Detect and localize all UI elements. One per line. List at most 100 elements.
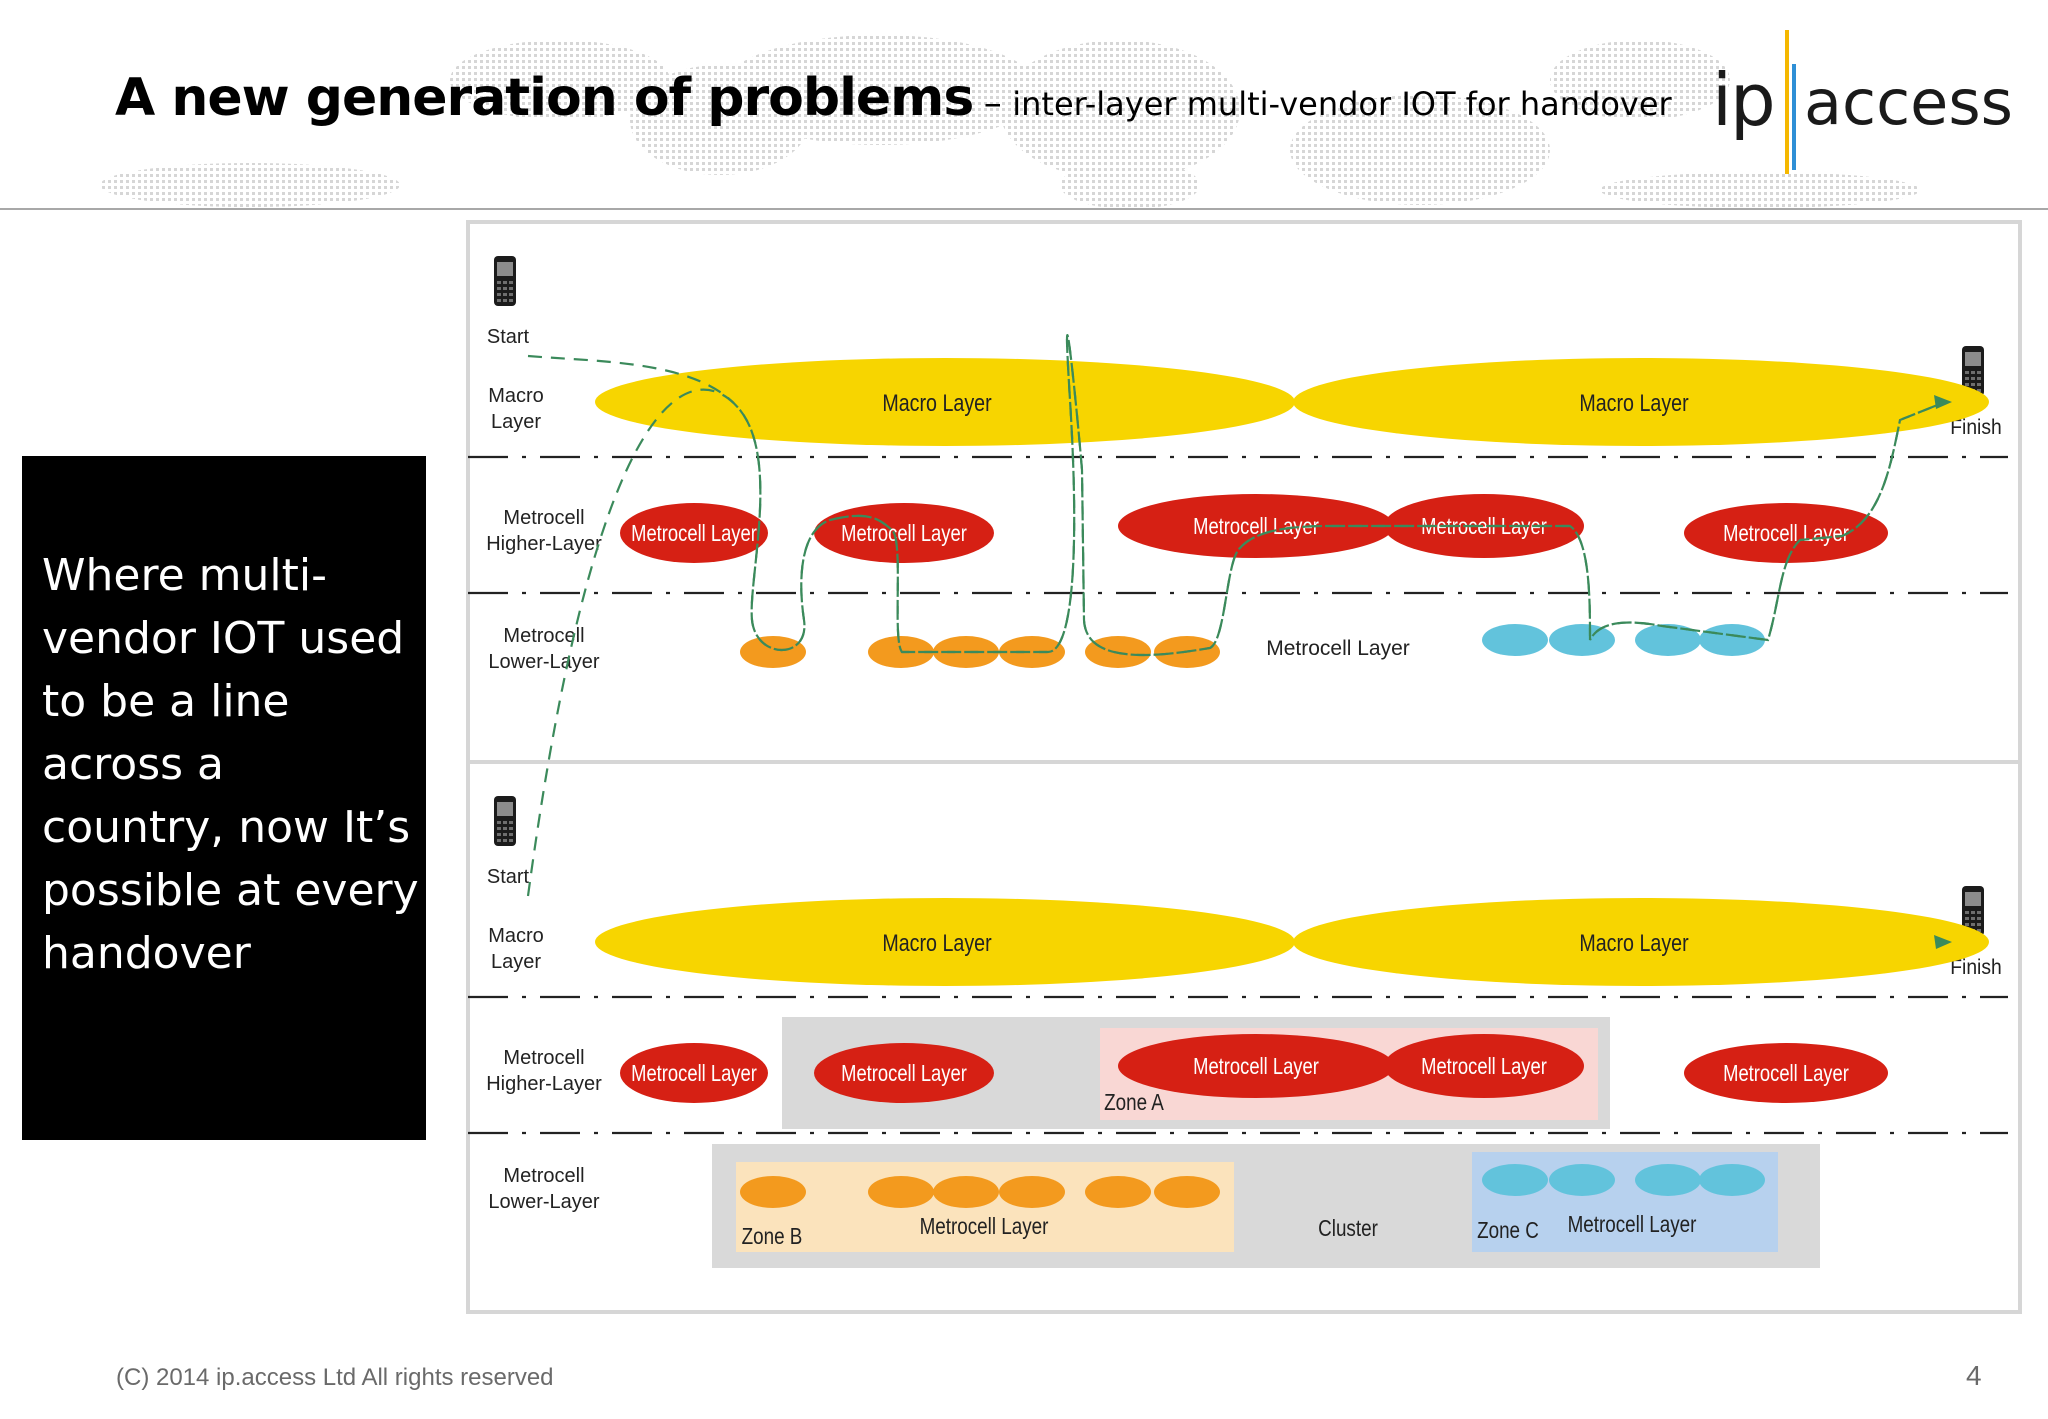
phone-key (1971, 911, 1975, 914)
metrocell-lower-ellipse (1699, 1164, 1765, 1196)
metrocell-lower-ellipse (740, 1176, 806, 1208)
handover-path (526, 334, 1941, 897)
metrocell-higher-label: Metrocell Layer (1193, 1054, 1319, 1079)
phone-key (1965, 377, 1969, 380)
callout-text: Where multi-vendor IOT used to be a line… (42, 550, 419, 979)
metrocell-lower-ellipse (1482, 624, 1548, 656)
layer-label-macro: Layer (491, 951, 541, 973)
phone-screen (1965, 352, 1981, 366)
metrocell-lower-ellipse (999, 1176, 1065, 1208)
phone-key (509, 827, 513, 830)
start-label: Start (487, 866, 530, 888)
path-arrowhead (1934, 395, 1952, 409)
metrocell-higher-label: Metrocell Layer (1723, 1061, 1849, 1086)
phone-key (1977, 911, 1981, 914)
phone-key (1965, 917, 1969, 920)
callout-box: Where multi-vendor IOT used to be a line… (22, 456, 426, 1140)
phone-key (497, 821, 501, 824)
layer-label-higher: Higher-Layer (486, 1073, 602, 1095)
metrocell-higher-label: Metrocell Layer (631, 1061, 757, 1086)
metrocell-higher-ellipse (620, 503, 768, 563)
phone-key (497, 293, 501, 296)
phone-key (1965, 923, 1969, 926)
zone-b-layer-label: Metrocell Layer (920, 1214, 1049, 1239)
metrocell-lower-ellipse (1635, 1164, 1701, 1196)
phone-screen (1965, 892, 1981, 906)
metrocell-higher-label: Metrocell Layer (841, 1061, 967, 1086)
phone-key (1965, 911, 1969, 914)
layer-label-macro: Layer (491, 411, 541, 433)
macro-ellipse (595, 898, 1295, 986)
phone-key (497, 827, 501, 830)
metrocell-higher-label: Metrocell Layer (631, 521, 757, 546)
zone-c-label: Zone C (1477, 1218, 1539, 1243)
ip-access-logo: ip access (1708, 28, 2013, 178)
metrocell-lower-ellipse (868, 1176, 934, 1208)
zone-c-layer-label: Metrocell Layer (1568, 1212, 1697, 1237)
layer-label-higher: Higher-Layer (486, 533, 602, 555)
footer-copyright: (C) 2014 ip.access Ltd All rights reserv… (116, 1364, 554, 1391)
metrocell-lower-ellipse (933, 1176, 999, 1208)
phone-key (503, 281, 507, 284)
metrocell-lower-ellipse (1699, 624, 1765, 656)
layer-label-macro: Macro (488, 925, 544, 947)
metrocell-higher-ellipse (814, 1043, 994, 1103)
phone-key (1977, 389, 1981, 392)
header-divider (0, 208, 2048, 210)
logo-bar-blue (1792, 64, 1796, 170)
phone-key (1971, 371, 1975, 374)
macro-label: Macro Layer (882, 389, 991, 416)
phone-key (1971, 377, 1975, 380)
finish-label: Finish (1950, 956, 2001, 979)
metrocell-lower-ellipse (740, 636, 806, 668)
metrocell-lower-ellipse (1154, 1176, 1220, 1208)
logo-bar-yellow (1785, 30, 1789, 174)
finish-phone-icon (1962, 346, 1984, 396)
zone-a-label: Zone A (1104, 1090, 1164, 1115)
zone-b-area (736, 1162, 1234, 1252)
phone-key (509, 299, 513, 302)
layer-label-higher: Metrocell (503, 507, 584, 529)
metrocell-higher-ellipse (620, 1043, 768, 1103)
metrocell-higher-label: Metrocell Layer (1421, 1054, 1547, 1079)
phone-key (1971, 917, 1975, 920)
phone-key (503, 293, 507, 296)
phone-screen (497, 802, 513, 816)
phone-key (497, 287, 501, 290)
phone-key (497, 281, 501, 284)
phone-key (503, 287, 507, 290)
zone-b-label: Zone B (742, 1224, 803, 1249)
phone-key (503, 839, 507, 842)
phone-key (503, 299, 507, 302)
phone-key (1971, 383, 1975, 386)
phone-key (497, 833, 501, 836)
phone-key (1977, 377, 1981, 380)
title-dash: – (983, 83, 1002, 124)
metrocell-lower-ellipse (1482, 1164, 1548, 1196)
logo-access-text: access (1804, 66, 2013, 139)
path-arrowhead (1934, 935, 1952, 949)
phone-key (1965, 371, 1969, 374)
macro-label: Macro Layer (1579, 389, 1688, 416)
start-phone-icon (494, 256, 516, 306)
phone-key (1971, 923, 1975, 926)
metrocell-higher-label: Metrocell Layer (841, 521, 967, 546)
macro-label: Macro Layer (882, 929, 991, 956)
phone-key (497, 299, 501, 302)
macro-ellipse (1293, 898, 1989, 986)
logo-ip-text: ip (1712, 58, 1776, 142)
layer-label-macro: Macro (488, 385, 544, 407)
metrocell-higher-label: Metrocell Layer (1723, 521, 1849, 546)
title-subtitle: inter-layer multi-vendor IOT for handove… (1012, 85, 1672, 123)
phone-key (1977, 383, 1981, 386)
phone-key (503, 821, 507, 824)
start-label: Start (487, 326, 530, 348)
world-map-background (100, 35, 1920, 209)
metrocell-lower-ellipse (1549, 1164, 1615, 1196)
macro-ellipse (1293, 358, 1989, 446)
layer-label-lower: Lower-Layer (488, 1191, 600, 1213)
phone-key (509, 821, 513, 824)
metrocell-higher-ellipse (1118, 494, 1394, 558)
phone-key (1977, 371, 1981, 374)
